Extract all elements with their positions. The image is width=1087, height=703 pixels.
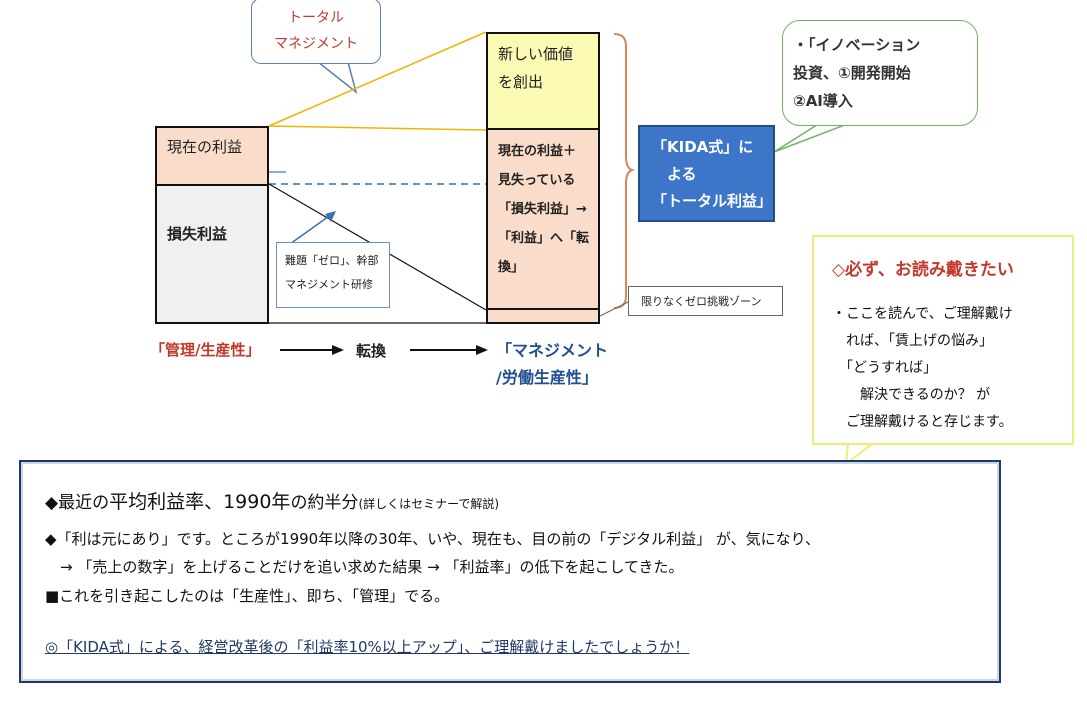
zero-zone-strip xyxy=(486,308,600,324)
notice-box: ◇必ず、お読み戴きたい ・ここを読んで、ご理解戴け れば、「賃上げの悩み」 「ど… xyxy=(812,235,1074,445)
summary-title-suffix: の約半分 xyxy=(290,493,359,513)
summary-title: ◆最近の平均利益率、1990年の約半分(詳しくはセミナーで解説) xyxy=(45,487,499,514)
arrow-right-head xyxy=(476,345,488,355)
notice-body: ・ここを読んで、ご理解戴け れば、「賃上げの悩み」 「どうすれば」 解決できるの… xyxy=(832,306,1013,430)
bracket xyxy=(613,33,636,309)
new-value-box: 新しい価値 を創出 xyxy=(486,32,600,130)
axis-label-conversion: 転換 xyxy=(356,342,387,360)
zero-zone-pointer xyxy=(599,301,629,317)
note-arrow xyxy=(289,213,333,245)
kida-total-profit-box: 「KIDA式」に よる 「トータル利益」 xyxy=(638,125,775,222)
summary-title-note: (詳しくはセミナーで解説) xyxy=(358,497,500,511)
note-arrow-head xyxy=(325,211,336,222)
zero-challenge-note: 難題「ゼロ」、幹部 マネジメント研修 xyxy=(276,242,390,308)
summary-title-prefix: ◆最近の xyxy=(45,493,110,513)
zero-zone-label: 限りなくゼロ挑戦ゾーン xyxy=(628,286,783,316)
axis-label-management: 「管理/生産性」 xyxy=(150,341,261,359)
summary-line-2: ◆「利は元にあり」です。ところが1990年以降の30年、いや、現在も、目の前の「… xyxy=(45,530,820,548)
summary-line-5: ◎「KIDA式」による、経営改革後の「利益率10%以上アップ」、ご理解戴けました… xyxy=(45,638,690,656)
expand-line-top xyxy=(268,31,487,127)
loss-profit-box: 損失利益 xyxy=(155,184,269,324)
future-profit-box: 現在の利益＋ 見失っている 「損失利益」→ 「利益」へ「転 換」 xyxy=(486,128,600,310)
summary-box: ◆最近の平均利益率、1990年の約半分(詳しくはセミナーで解説) ◆「利は元にあ… xyxy=(19,460,1001,683)
summary-line-3: → 「売上の数字」を上げることだけを追い求めた結果 → 「利益率」の低下を起こし… xyxy=(45,558,684,576)
summary-line-4: ■これを引き起こしたのは「生産性」、即ち、「管理」でる。 xyxy=(45,587,450,605)
total-management-callout: トータル マネジメント xyxy=(251,0,381,64)
arrow-left-head xyxy=(332,345,344,355)
total-callout-tail xyxy=(315,61,358,94)
current-profit-box: 現在の利益 xyxy=(155,126,269,186)
notice-title: ◇必ず、お読み戴きたい xyxy=(832,260,1014,280)
expand-line-mid xyxy=(268,125,487,131)
innovation-callout: ・「イノベーション 投資、①開発開始 ②AI導入 xyxy=(782,20,978,126)
summary-title-highlight: 平均利益率、1990年 xyxy=(109,491,291,513)
axis-label-labor-productivity: 「マネジメント /労働生産性」 xyxy=(496,341,609,387)
